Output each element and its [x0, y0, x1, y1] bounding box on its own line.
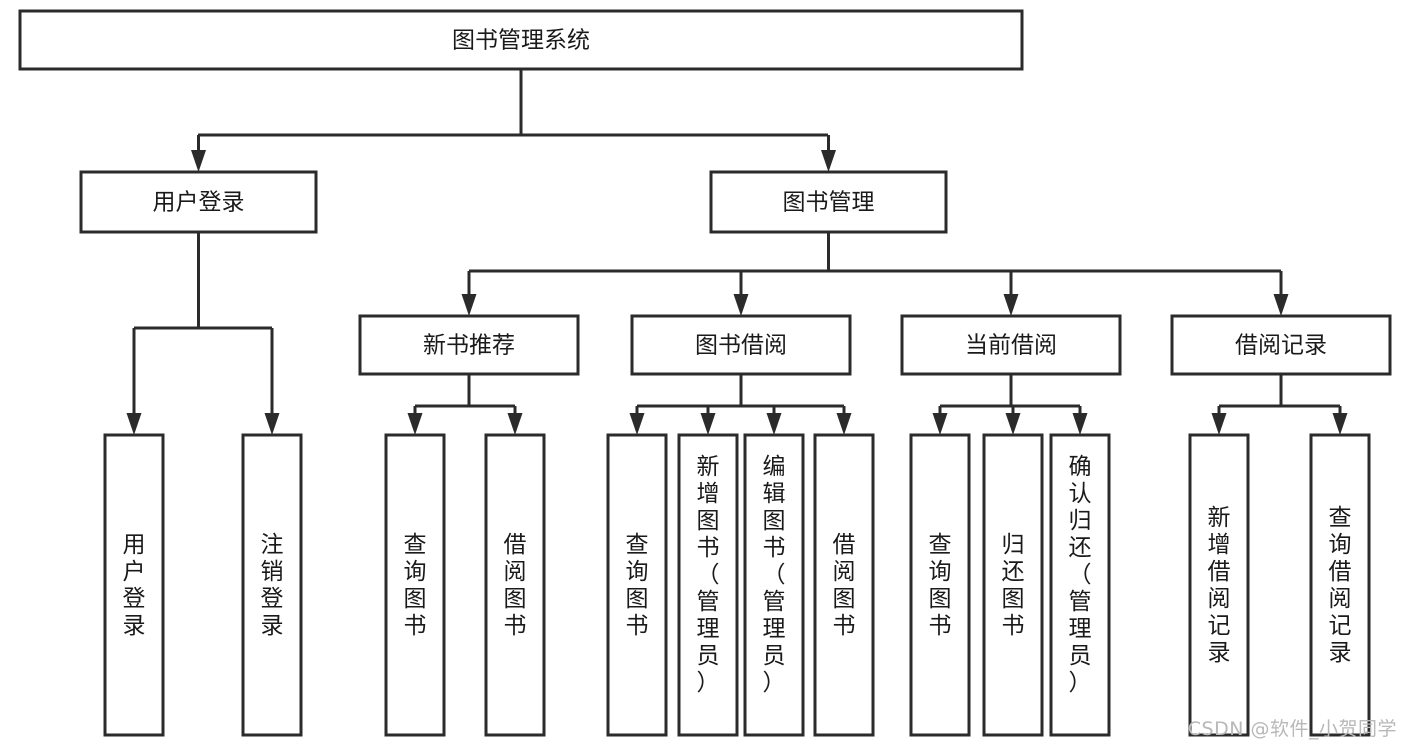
node-leaf-borrow-book[interactable]: 借阅图书: [813, 433, 875, 737]
edge-book-manage-to-current-borrow: [1003, 271, 1019, 316]
node-box-book-manage[interactable]: [709, 170, 948, 234]
node-label-leaf-borrow-book: 借阅图书: [833, 532, 856, 639]
node-label-leaf-borrow-book-rec: 借阅图书: [504, 532, 527, 639]
node-label-user-login: 用户登录: [153, 190, 245, 216]
node-label-leaf-query-record: 查询借阅记录: [1329, 505, 1352, 666]
edge-root-to-user-login: [191, 135, 206, 172]
node-leaf-query-book-cur[interactable]: 查询图书: [909, 433, 971, 737]
edge-current-borrow-to-leaf-return-book: [1005, 406, 1021, 435]
connector-group-bar-book-borrow: [637, 374, 844, 408]
node-box-current-borrow[interactable]: [900, 314, 1122, 376]
node-box-leaf-query-book-rec[interactable]: [384, 433, 446, 737]
node-label-leaf-query-book-rec: 查询图书: [404, 532, 427, 639]
node-label-leaf-confirm-return: 确认归还（管理员）: [1069, 454, 1092, 696]
node-label-leaf-user-login: 用户登录: [123, 532, 146, 639]
node-book-borrow[interactable]: 图书借阅: [630, 314, 852, 376]
edge-book-manage-to-new-book-rec: [461, 271, 477, 316]
node-label-current-borrow: 当前借阅: [965, 333, 1057, 359]
connector-group-bar-borrow-record: [1219, 374, 1340, 408]
node-new-book-rec[interactable]: 新书推荐: [358, 314, 580, 376]
node-leaf-user-login[interactable]: 用户登录: [103, 433, 165, 737]
node-box-leaf-query-book-cur[interactable]: [909, 433, 971, 737]
connector-group-bar-user-login: [134, 232, 272, 330]
node-leaf-user-logout[interactable]: 注销登录: [241, 433, 303, 737]
node-label-root: 图书管理系统: [452, 28, 590, 54]
edge-new-book-rec-to-leaf-borrow-book-rec: [507, 406, 523, 435]
node-layer: 图书管理系统用户登录图书管理新书推荐图书借阅当前借阅借阅记录用户登录注销登录查询…: [18, 9, 1392, 737]
node-box-borrow-record[interactable]: [1170, 314, 1392, 376]
node-box-leaf-user-login[interactable]: [103, 433, 165, 737]
node-box-leaf-edit-book[interactable]: [743, 433, 805, 737]
node-leaf-edit-book[interactable]: 编辑图书（管理员）: [743, 433, 805, 737]
node-box-leaf-add-book[interactable]: [677, 433, 739, 737]
node-leaf-query-book-rec[interactable]: 查询图书: [384, 433, 446, 737]
node-leaf-return-book[interactable]: 归还图书: [982, 433, 1044, 737]
edge-current-borrow-to-leaf-confirm-return: [1072, 406, 1088, 435]
node-current-borrow[interactable]: 当前借阅: [900, 314, 1122, 376]
edge-user-login-to-leaf-user-logout: [264, 328, 280, 435]
edge-new-book-rec-to-leaf-query-book-rec: [407, 406, 423, 435]
node-box-new-book-rec[interactable]: [358, 314, 580, 376]
node-label-book-borrow: 图书借阅: [695, 333, 787, 359]
node-label-borrow-record: 借阅记录: [1235, 333, 1327, 359]
edge-book-borrow-to-leaf-query-book: [629, 406, 645, 435]
edge-borrow-record-to-leaf-query-record: [1332, 406, 1348, 435]
node-box-leaf-borrow-book-rec[interactable]: [484, 433, 546, 737]
node-label-leaf-query-book-cur: 查询图书: [929, 532, 952, 639]
csdn-watermark: CSDN @软件_小贺同学: [1187, 718, 1397, 740]
node-box-leaf-return-book[interactable]: [982, 433, 1044, 737]
node-label-leaf-return-book: 归还图书: [1002, 532, 1025, 639]
node-box-leaf-user-logout[interactable]: [241, 433, 303, 737]
edge-user-login-to-leaf-user-login: [126, 328, 142, 435]
node-leaf-query-record[interactable]: 查询借阅记录: [1309, 433, 1371, 737]
edge-book-borrow-to-leaf-edit-book: [766, 406, 782, 435]
node-borrow-record[interactable]: 借阅记录: [1170, 314, 1392, 376]
edge-borrow-record-to-leaf-add-record: [1211, 406, 1227, 435]
connector-group-bar-current-borrow: [940, 374, 1080, 408]
node-label-leaf-edit-book: 编辑图书（管理员）: [763, 454, 786, 696]
node-leaf-add-book[interactable]: 新增图书（管理员）: [677, 433, 739, 737]
node-box-leaf-query-book[interactable]: [606, 433, 668, 737]
node-box-leaf-confirm-return[interactable]: [1049, 433, 1111, 737]
node-box-leaf-query-record[interactable]: [1309, 433, 1371, 737]
node-label-leaf-query-book: 查询图书: [626, 532, 649, 639]
connector-layer: [126, 69, 1348, 435]
node-box-leaf-borrow-book[interactable]: [813, 433, 875, 737]
node-label-leaf-add-book: 新增图书（管理员）: [697, 454, 720, 696]
node-label-book-manage: 图书管理: [783, 190, 875, 216]
connector-group-bar-new-book-rec: [415, 374, 515, 408]
node-box-root[interactable]: [18, 9, 1024, 71]
node-label-new-book-rec: 新书推荐: [423, 333, 515, 359]
edge-book-manage-to-book-borrow: [733, 271, 749, 316]
edge-book-borrow-to-leaf-borrow-book: [836, 406, 852, 435]
node-leaf-query-book[interactable]: 查询图书: [606, 433, 668, 737]
node-book-manage[interactable]: 图书管理: [709, 170, 948, 234]
node-label-leaf-add-record: 新增借阅记录: [1208, 505, 1231, 666]
node-box-leaf-add-record[interactable]: [1188, 433, 1250, 737]
edge-root-to-book-manage: [821, 135, 836, 172]
node-root[interactable]: 图书管理系统: [18, 9, 1024, 71]
connector-group-bar-root: [198, 69, 828, 137]
node-label-leaf-user-logout: 注销登录: [261, 532, 284, 639]
edge-book-borrow-to-leaf-add-book: [700, 406, 716, 435]
node-leaf-confirm-return[interactable]: 确认归还（管理员）: [1049, 433, 1111, 737]
node-leaf-add-record[interactable]: 新增借阅记录: [1188, 433, 1250, 737]
node-leaf-borrow-book-rec[interactable]: 借阅图书: [484, 433, 546, 737]
node-user-login[interactable]: 用户登录: [79, 170, 318, 234]
node-box-book-borrow[interactable]: [630, 314, 852, 376]
connector-group-bar-book-manage: [469, 232, 1281, 273]
node-box-user-login[interactable]: [79, 170, 318, 234]
edge-book-manage-to-borrow-record: [1273, 271, 1289, 316]
edge-current-borrow-to-leaf-query-book-cur: [932, 406, 948, 435]
